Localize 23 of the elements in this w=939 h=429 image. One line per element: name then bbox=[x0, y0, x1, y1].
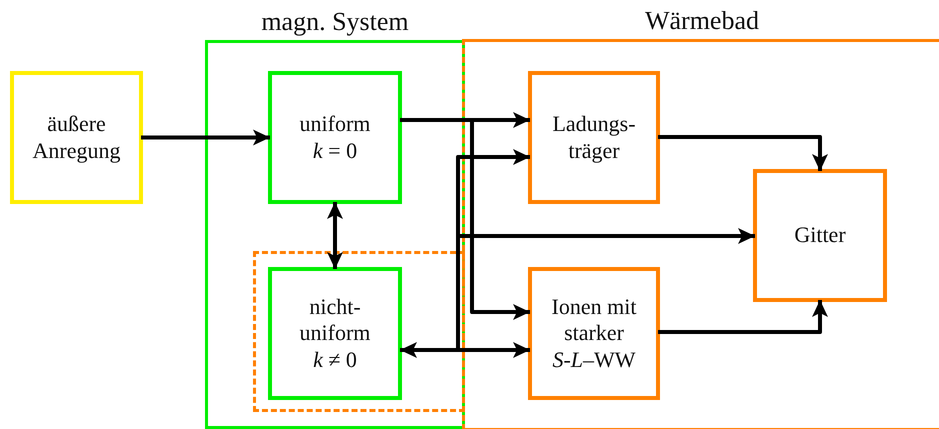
arrow bbox=[658, 135, 828, 171]
box-label: Ionen mit starker bbox=[550, 294, 638, 347]
process-box bbox=[268, 71, 402, 204]
box-label: k = 0 bbox=[312, 138, 358, 164]
arrow bbox=[400, 228, 755, 352]
arrow bbox=[327, 202, 343, 269]
process-box bbox=[10, 71, 143, 204]
box-label: Gitter bbox=[794, 222, 846, 249]
region-title: Wärmebad bbox=[644, 6, 760, 36]
box-label: äußere Anregung bbox=[32, 111, 122, 164]
box-label: S-L–WW bbox=[552, 346, 636, 374]
region-title: magn. System bbox=[261, 7, 409, 37]
arrow bbox=[141, 130, 270, 146]
process-box bbox=[528, 267, 660, 400]
arrow bbox=[658, 300, 828, 334]
process-box bbox=[528, 71, 660, 204]
box-label: k ≠ 0 bbox=[313, 346, 357, 374]
dashed-group-box bbox=[253, 251, 465, 412]
box-label: Ladungs- träger bbox=[551, 111, 637, 164]
process-box bbox=[753, 169, 887, 302]
arrow bbox=[400, 118, 530, 320]
process-box bbox=[268, 267, 402, 400]
box-label: uniform bbox=[300, 111, 370, 138]
